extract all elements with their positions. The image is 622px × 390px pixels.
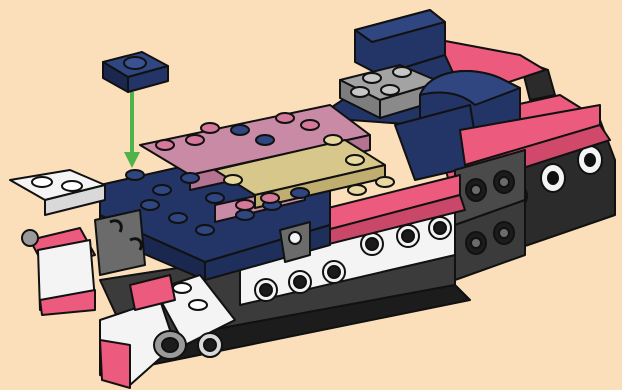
dark-gray-side-blocks — [455, 150, 525, 280]
front-left-blocks — [10, 170, 105, 315]
insertion-arrow — [124, 92, 140, 168]
callout-navy-plate — [103, 52, 168, 92]
